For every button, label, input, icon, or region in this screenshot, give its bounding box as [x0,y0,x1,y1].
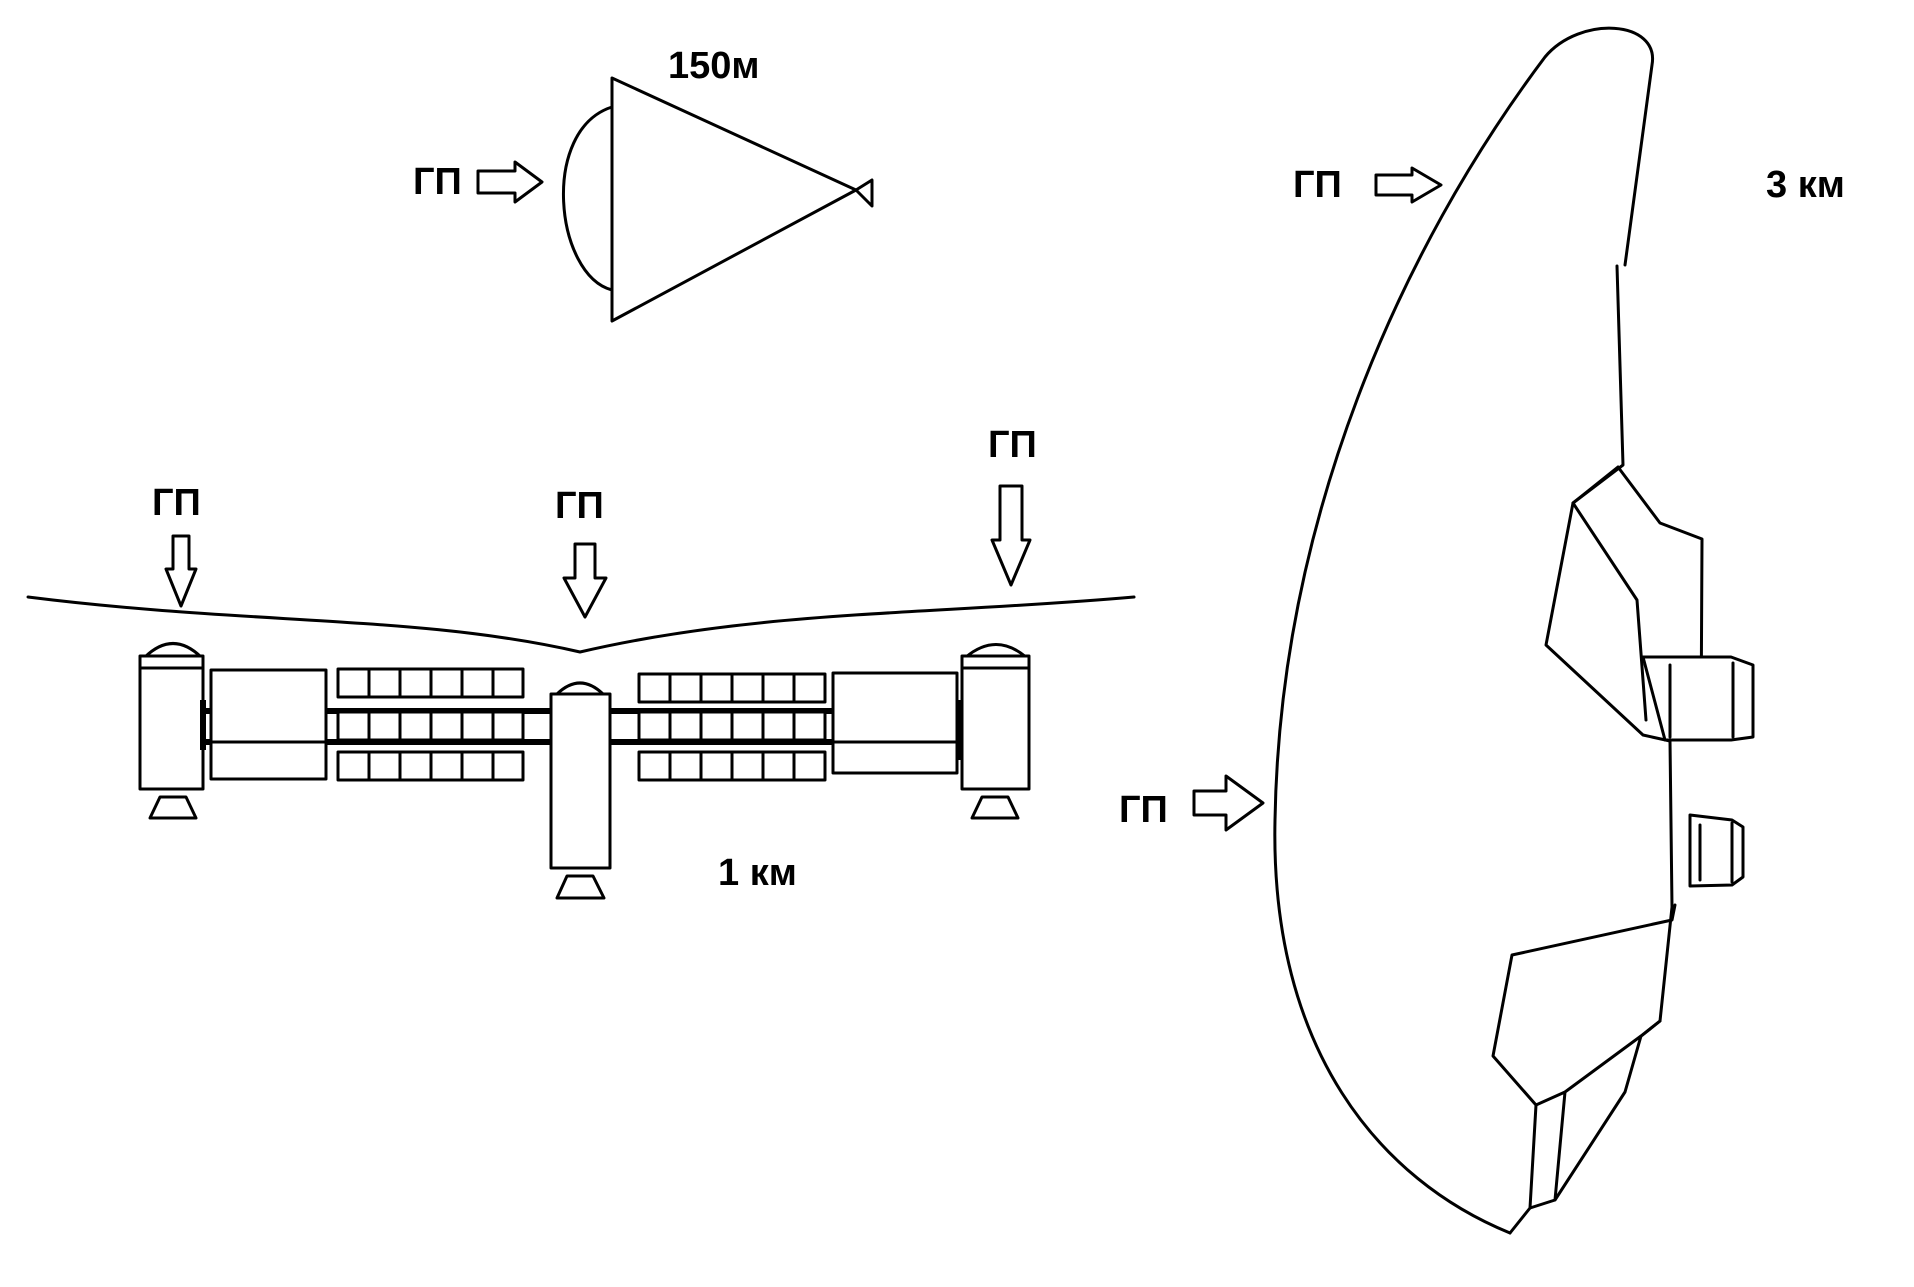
station-right-engine [970,795,1020,820]
station-size-label: 1 км [718,852,797,894]
station-panel-right [831,671,959,775]
cone-ship-gp-arrow [476,160,544,204]
large-ship-size-label: 3 км [1766,164,1845,206]
station-center-engine [555,874,606,900]
large-ship-lower-structure [1491,903,1677,1235]
large-ship: 3 км ГП ГП [1119,26,1845,1235]
station-gp-label-left: ГП [152,482,201,524]
station-gp-label-center: ГП [555,485,604,527]
station-solar-grid-left [336,667,525,782]
station-gp-arrow-right [990,484,1032,587]
station-gp-label-right: ГП [988,424,1037,466]
large-ship-hull [1273,26,1654,1235]
cone-ship-body [610,76,858,323]
large-ship-gp-label-top: ГП [1293,164,1342,206]
large-ship-engine-lower [1688,813,1745,888]
large-ship-gp-arrow-left [1192,774,1265,832]
cone-ship-dome [561,105,614,292]
station: ГП ГП ГП 1 км [26,424,1136,900]
station-center-dome [555,681,605,696]
cone-ship-nozzle [854,178,874,208]
station-gp-arrow-left [164,534,198,608]
large-ship-lower-struts [1528,1019,1662,1210]
station-solar-grid-right [637,672,827,782]
station-panel-left [209,668,328,781]
station-left-engine [148,795,198,820]
large-ship-gp-label-left: ГП [1119,789,1168,831]
station-left-module [138,654,205,791]
station-shield-curve [26,595,1136,654]
large-ship-upper-structure [1544,264,1674,1039]
large-ship-engine-upper [1641,655,1755,742]
cone-ship-size-label: 150м [668,45,760,87]
large-ship-upper-struts [1571,465,1704,739]
station-center-module [549,692,612,870]
station-right-module [960,654,1031,791]
cone-ship: 150м ГП [413,45,874,323]
cone-ship-gp-label: ГП [413,161,462,203]
station-gp-arrow-center [562,542,608,619]
large-ship-gp-arrow-top [1374,166,1443,204]
